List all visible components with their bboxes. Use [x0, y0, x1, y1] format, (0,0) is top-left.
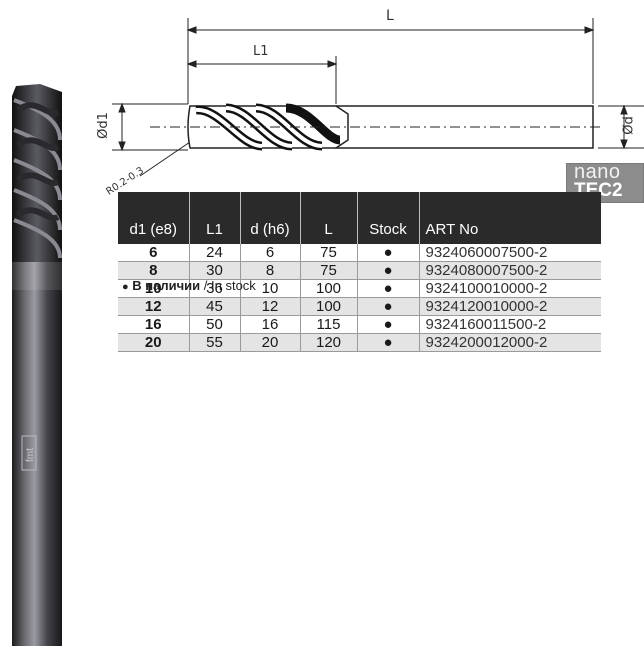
cell-d: 8	[239, 261, 300, 280]
radius-leader	[139, 141, 191, 177]
cell-d1: 16	[118, 315, 189, 334]
label-d: Ød	[621, 116, 637, 135]
cell-d1: 10	[118, 279, 189, 298]
spec-table: d1 (e8) L1 d (h6) L Stock ART No 6 24 6 …	[118, 192, 601, 352]
header-L1: L1	[188, 192, 240, 244]
end-mill-photo	[12, 84, 62, 646]
legend-separator: /	[200, 278, 211, 293]
header-art-no: ART No	[418, 192, 601, 244]
cell-L: 100	[299, 297, 357, 316]
table-row: 12 45 12 100 ● 9324120010000-2	[118, 297, 601, 316]
label-L1: L1	[253, 44, 269, 59]
header-d: d (h6)	[239, 192, 300, 244]
cell-art-no: 9324160011500-2	[418, 315, 601, 334]
legend-en: In stock	[211, 278, 256, 293]
cell-art-no: 9324200012000-2	[418, 333, 601, 352]
cell-L1: 30	[188, 261, 240, 280]
cell-d1: 6	[118, 244, 189, 262]
cell-L: 100	[299, 279, 357, 298]
cell-L: 75	[299, 261, 357, 280]
dimension-L	[186, 18, 595, 104]
cell-L: 120	[299, 333, 357, 352]
cell-stock: ●	[356, 244, 419, 262]
header-d1: d1 (e8)	[118, 192, 189, 244]
cell-L: 115	[299, 315, 357, 334]
cell-stock: ●	[356, 279, 419, 298]
cell-L1: 45	[188, 297, 240, 316]
cell-d1: 12	[118, 297, 189, 316]
cell-d1: 8	[118, 261, 189, 280]
cell-d: 12	[239, 297, 300, 316]
stock-dot-icon: ●	[122, 281, 129, 293]
cell-L: 75	[299, 244, 357, 262]
cell-d: 10	[239, 279, 300, 298]
cell-d1: 20	[118, 333, 189, 352]
legend-ru: В наличии	[132, 278, 201, 293]
cell-stock: ●	[356, 333, 419, 352]
dimension-L1	[186, 56, 338, 104]
cell-d: 6	[239, 244, 300, 262]
table-row: 8 30 8 75 ● 9324080007500-2	[118, 261, 601, 280]
cell-stock: ●	[356, 315, 419, 334]
cell-d: 16	[239, 315, 300, 334]
table-row: 16 50 16 115 ● 9324160011500-2	[118, 315, 601, 334]
cell-art-no: 9324120010000-2	[418, 297, 601, 316]
cell-L1: 55	[188, 333, 240, 352]
label-d1: Ød1	[95, 112, 111, 139]
cell-d: 20	[239, 333, 300, 352]
table-row: 10 36 10 100 ● 9324100010000-2	[118, 279, 601, 298]
shank-brand-mark: fmt	[25, 448, 36, 462]
cell-stock: ●	[356, 261, 419, 280]
cell-art-no: 9324060007500-2	[418, 244, 601, 262]
table-row: 20 55 20 120 ● 9324200012000-2	[118, 333, 601, 352]
dimension-d1	[112, 102, 188, 152]
stock-legend: ● В наличии / In stock	[122, 278, 256, 293]
cell-art-no: 9324080007500-2	[418, 261, 601, 280]
header-L: L	[299, 192, 357, 244]
badge-line1: nano	[574, 163, 621, 183]
table-row: 6 24 6 75 ● 9324060007500-2	[118, 244, 601, 262]
cell-art-no: 9324100010000-2	[418, 279, 601, 298]
header-stock: Stock	[356, 192, 419, 244]
table-header-row: d1 (e8) L1 d (h6) L Stock ART No	[118, 192, 601, 244]
label-L: L	[386, 8, 394, 24]
cell-L1: 50	[188, 315, 240, 334]
tool-outline	[150, 103, 600, 151]
cell-L1: 24	[188, 244, 240, 262]
dimension-d	[598, 104, 644, 150]
cell-L1: 36	[188, 279, 240, 298]
cell-stock: ●	[356, 297, 419, 316]
